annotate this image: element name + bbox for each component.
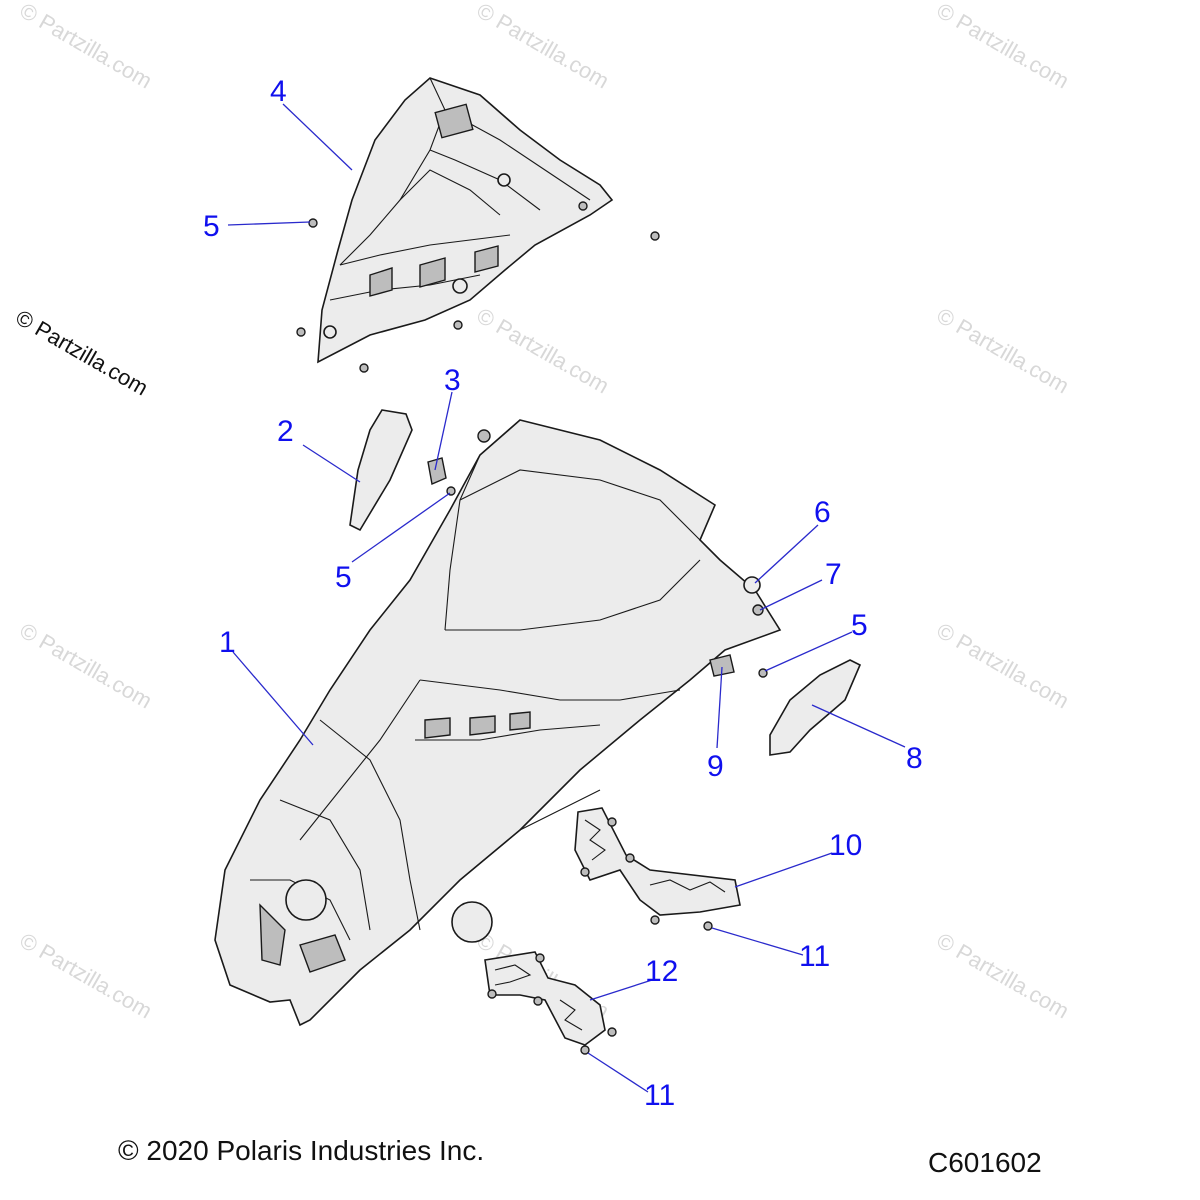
- callout-number: 5: [203, 210, 220, 243]
- callout-number: 11: [644, 1079, 675, 1112]
- leader-line: [711, 927, 804, 956]
- leader-line: [227, 221, 311, 226]
- leader-line: [434, 391, 453, 471]
- watermark: © Partzilla.com: [16, 0, 157, 93]
- right-panel-part: [769, 659, 862, 756]
- callout-number: 7: [825, 558, 842, 591]
- leader-line: [232, 651, 314, 746]
- callout-number: 5: [851, 609, 868, 642]
- side-panel-part: [349, 409, 413, 532]
- nut-part: [703, 921, 713, 931]
- leader-line: [589, 979, 653, 1001]
- drawing-code: C601602: [928, 1147, 1042, 1178]
- screws: [296, 201, 768, 678]
- watermark-dark: © Partzilla.com: [12, 305, 153, 401]
- watermark: © Partzilla.com: [933, 618, 1074, 714]
- copyright-text: © 2020 Polaris Industries Inc.: [118, 1135, 485, 1166]
- leader-line: [302, 444, 361, 483]
- watermark: © Partzilla.com: [473, 0, 614, 93]
- callout-number: 11: [799, 940, 830, 973]
- callout-number: 5: [335, 561, 352, 594]
- callout-number: 3: [444, 364, 461, 397]
- callout-number: 6: [814, 496, 831, 529]
- vent-grille-part: [574, 807, 741, 925]
- leader-line: [716, 666, 723, 749]
- watermark: © Partzilla.com: [933, 303, 1074, 399]
- clip-part: [709, 654, 735, 677]
- callout-number: 12: [645, 955, 678, 988]
- watermark: © Partzilla.com: [16, 928, 157, 1024]
- watermark: © Partzilla.com: [16, 618, 157, 714]
- watermark: © Partzilla.com: [933, 928, 1074, 1024]
- leader-line: [754, 524, 819, 584]
- callout-number: 8: [906, 742, 923, 775]
- watermark: © Partzilla.com: [933, 0, 1074, 93]
- leader-line: [587, 1052, 649, 1093]
- leader-line: [734, 852, 833, 888]
- leader-line: [282, 103, 353, 171]
- fastener-part: [743, 576, 761, 594]
- callout-number: 9: [707, 750, 724, 783]
- callout-number: 10: [829, 829, 862, 862]
- nut-part: [580, 1045, 590, 1055]
- watermark: © Partzilla.com: [473, 303, 614, 399]
- hood-part: [214, 419, 782, 1027]
- callouts: 4 5 3 2 5 6 7 5 1 9 8 10 11 12 11: [203, 75, 923, 1112]
- leader-line: [351, 492, 451, 563]
- leader-line: [764, 631, 853, 672]
- callout-number: 4: [270, 75, 287, 108]
- callout-number: 1: [219, 626, 236, 659]
- leader-lines: [227, 103, 906, 1093]
- callout-number: 2: [277, 415, 294, 448]
- leader-line: [811, 704, 906, 748]
- windshield-part: [317, 77, 614, 364]
- lower-grille-part: [484, 951, 617, 1046]
- leader-line: [759, 579, 823, 611]
- washer-part: [752, 604, 764, 616]
